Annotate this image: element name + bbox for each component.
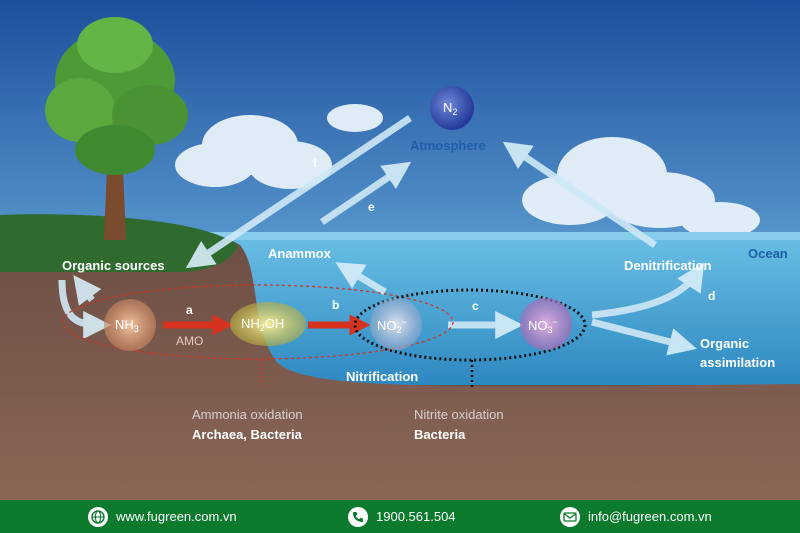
- nh3-label: NH3: [115, 317, 139, 334]
- phone-text: 1900.561.504: [376, 509, 456, 524]
- phone-link[interactable]: 1900.561.504: [348, 500, 456, 533]
- step-a: a: [186, 303, 193, 317]
- diagram-artwork: [0, 0, 800, 500]
- n2-node: [430, 86, 474, 130]
- mail-icon: [560, 506, 580, 527]
- no2-label: NO2−: [377, 317, 407, 335]
- step-e: e: [368, 200, 375, 214]
- no3-node: [520, 298, 572, 350]
- nitrification-label: Nitrification: [346, 369, 419, 384]
- globe-icon: [88, 506, 108, 527]
- organic-sources-label: Organic sources: [62, 258, 165, 273]
- flow-arrows: [58, 115, 705, 356]
- anammox-label: Anammox: [268, 246, 331, 261]
- tree-icon: [45, 17, 188, 240]
- step-f: f: [313, 156, 317, 170]
- nh3-node: [104, 299, 156, 351]
- nitrite-oxidation-label: Nitrite oxidation: [414, 407, 504, 422]
- phone-icon: [348, 506, 368, 527]
- bacteria-label: Bacteria: [414, 427, 466, 442]
- no3-label: NO3−: [528, 317, 558, 335]
- website-link[interactable]: www.fugreen.com.vn: [88, 500, 237, 533]
- nh2oh-node: [230, 302, 306, 346]
- n2-label: N2: [443, 100, 458, 117]
- ammonia-oxidation-ellipse: [62, 284, 454, 360]
- website-text: www.fugreen.com.vn: [116, 509, 237, 524]
- cloud-icon: [175, 104, 760, 238]
- ammonia-oxidation-label: Ammonia oxidation: [192, 407, 303, 422]
- ocean-label: Ocean: [748, 246, 788, 261]
- organic-assimilation-label-1: Organic: [700, 336, 750, 351]
- grass: [0, 214, 238, 272]
- step-b: b: [332, 298, 340, 312]
- nitrite-oxidation-ellipse: [353, 288, 587, 362]
- email-link[interactable]: info@fugreen.com.vn: [560, 500, 712, 533]
- step-c: c: [472, 299, 479, 313]
- contact-footer: www.fugreen.com.vn 1900.561.504 info@fug…: [0, 500, 800, 533]
- email-text: info@fugreen.com.vn: [588, 509, 712, 524]
- denitrification-label: Denitrification: [624, 258, 712, 273]
- atmosphere-label: Atmosphere: [410, 138, 486, 153]
- organic-assimilation-label-2: assimilation: [700, 355, 776, 370]
- step-d: d: [708, 289, 716, 303]
- no2-node: [370, 298, 422, 350]
- nh2oh-label: NH2OH: [241, 316, 285, 333]
- amo-label: AMO: [176, 334, 204, 348]
- archaea-bacteria-label: Archaea, Bacteria: [192, 427, 302, 442]
